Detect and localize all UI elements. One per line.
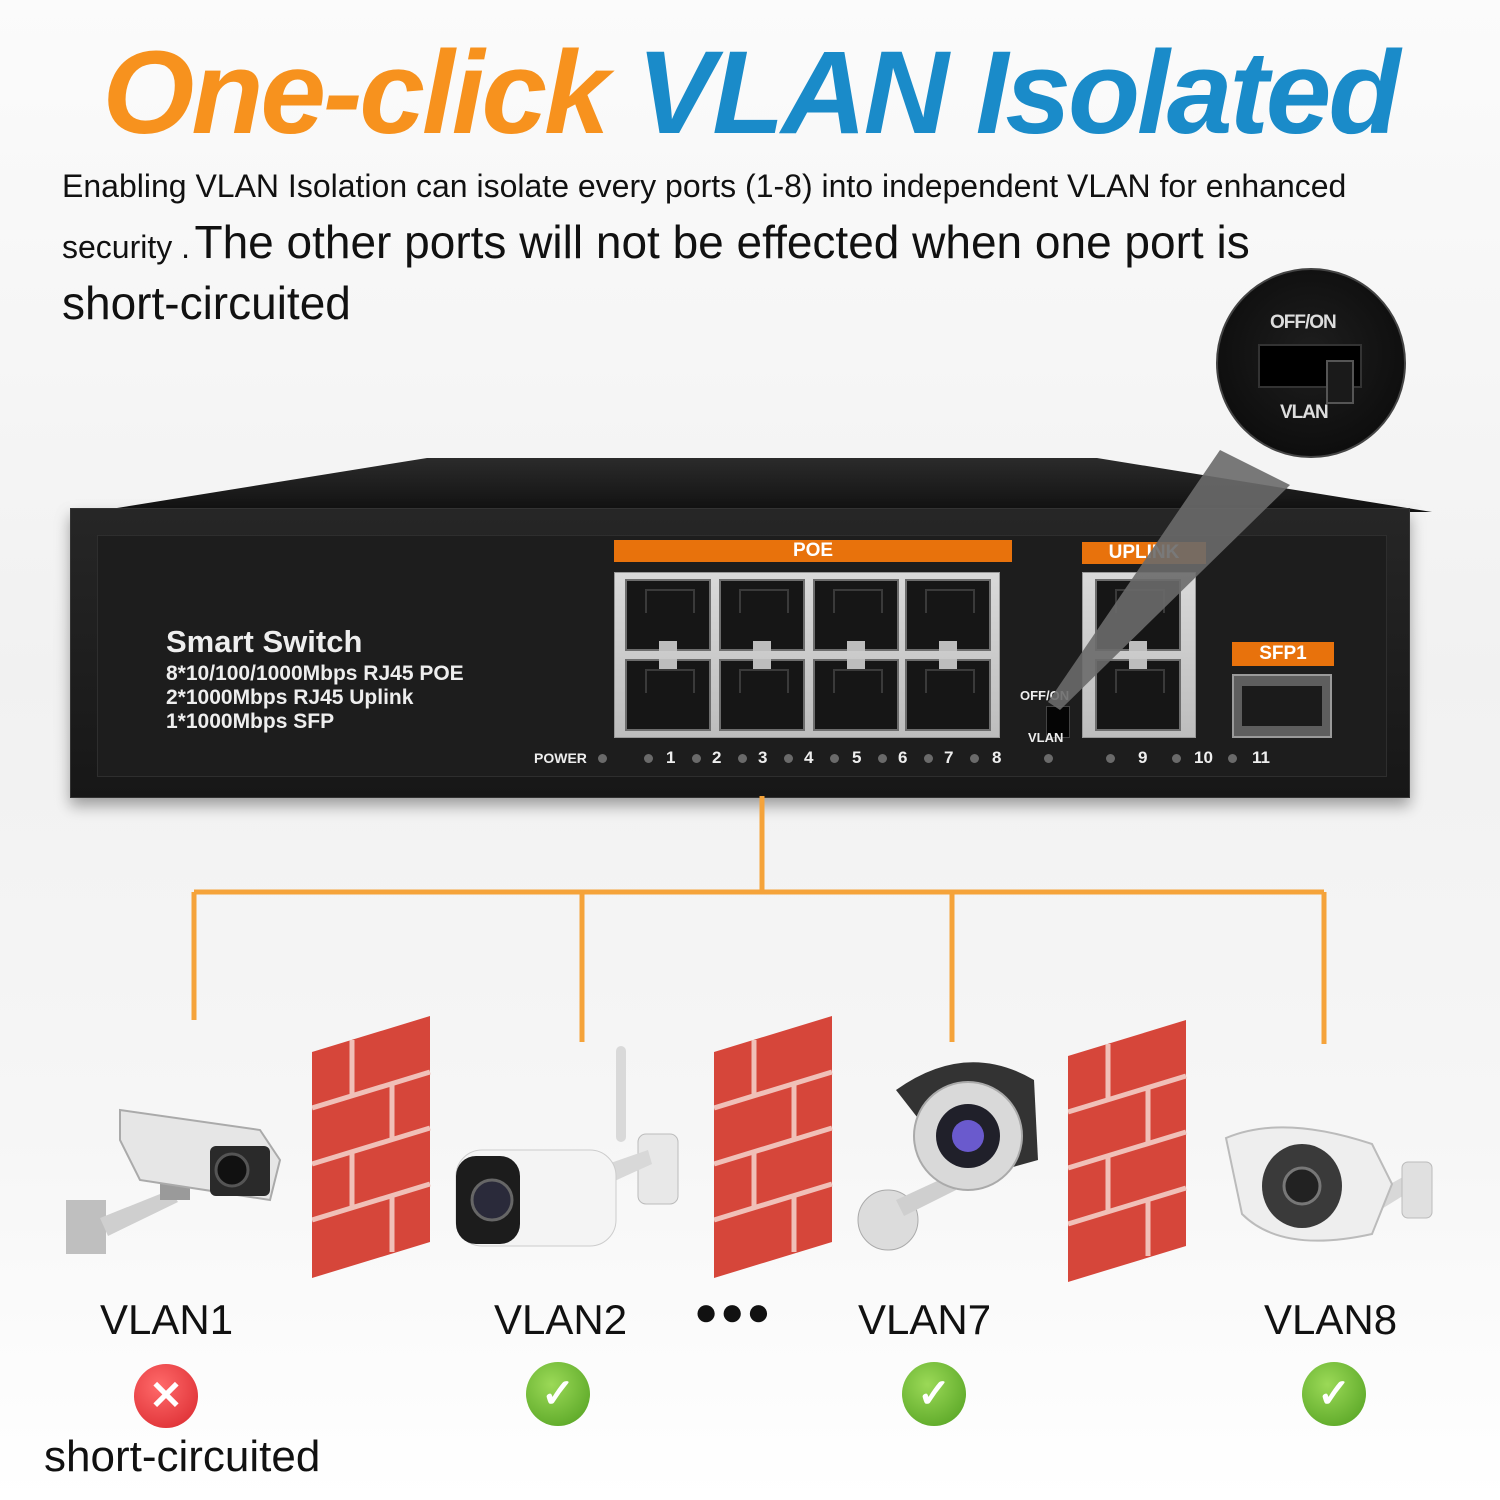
power-led bbox=[598, 754, 607, 763]
rj45-port[interactable] bbox=[625, 579, 711, 651]
port-led bbox=[644, 754, 653, 763]
bullet-camera-icon bbox=[455, 1046, 679, 1247]
zoom-slot bbox=[1258, 344, 1362, 404]
port-led bbox=[924, 754, 933, 763]
port-number: 8 bbox=[992, 748, 1002, 767]
description: Enabling VLAN Isolation can isolate ever… bbox=[62, 158, 1372, 331]
port-led bbox=[1228, 754, 1237, 763]
bullet-camera-icon bbox=[1224, 1126, 1433, 1242]
vlan-label: VLAN2 bbox=[494, 1296, 628, 1343]
port-number: 1 bbox=[666, 748, 676, 767]
zoom-bottom-label: VLAN bbox=[1280, 402, 1329, 423]
vlan-label: VLAN1 bbox=[100, 1296, 234, 1343]
rj45-port[interactable] bbox=[905, 659, 991, 731]
rj45-port[interactable] bbox=[719, 579, 805, 651]
port-number: 10 bbox=[1194, 748, 1213, 767]
port-led bbox=[878, 754, 887, 763]
port-number: 6 bbox=[898, 748, 908, 767]
connection-lines bbox=[191, 796, 1327, 1044]
vlan-label: VLAN8 bbox=[1264, 1296, 1398, 1343]
port-number: 2 bbox=[712, 748, 722, 767]
port-number: 3 bbox=[758, 748, 768, 767]
firewall-icon bbox=[1068, 1020, 1187, 1282]
port-number: 9 bbox=[1138, 748, 1148, 767]
zoom-pointer bbox=[1048, 450, 1290, 710]
spec-line: 2*1000Mbps RJ45 Uplink bbox=[166, 686, 414, 709]
spec-line: 8*10/100/1000Mbps RJ45 POE bbox=[166, 662, 464, 685]
spec-line: 1*1000Mbps SFP bbox=[166, 710, 335, 733]
dome-camera-icon bbox=[857, 1062, 1038, 1251]
vlan-label: VLAN7 bbox=[858, 1296, 992, 1343]
port-led bbox=[1172, 754, 1181, 763]
poe-port-block bbox=[614, 572, 1000, 738]
sfp-port[interactable] bbox=[1232, 674, 1332, 738]
vlan-led bbox=[1044, 754, 1053, 763]
dip-vlan-label: VLAN bbox=[1028, 730, 1064, 745]
rj45-port[interactable] bbox=[905, 579, 991, 651]
port-led bbox=[784, 754, 793, 763]
zoom-top-label: OFF/ON bbox=[1270, 312, 1337, 333]
headline-part2: VLAN Isolated bbox=[636, 27, 1401, 159]
port-number: 4 bbox=[804, 748, 814, 767]
port-number: 5 bbox=[852, 748, 862, 767]
port-number: 11 bbox=[1252, 748, 1270, 767]
port-led bbox=[692, 754, 701, 763]
fail-note: short-circuited bbox=[44, 1432, 321, 1481]
rj45-port[interactable] bbox=[813, 579, 899, 651]
firewall-icon bbox=[714, 1016, 833, 1278]
switch-title: Smart Switch bbox=[166, 624, 363, 659]
description-small: Enabling VLAN Isolation can isolate ever… bbox=[62, 168, 1347, 265]
port-number: 7 bbox=[944, 748, 954, 767]
rj45-port[interactable] bbox=[625, 659, 711, 731]
switch-front-panel: Smart Switch 8*10/100/1000Mbps RJ45 POE … bbox=[97, 535, 1387, 777]
description-big: The other ports will not be effected whe… bbox=[62, 216, 1250, 329]
firewall-icon bbox=[312, 1016, 431, 1278]
port-led bbox=[970, 754, 979, 763]
rj45-port[interactable] bbox=[1095, 659, 1181, 731]
vlan-dip-switch[interactable] bbox=[1046, 706, 1070, 738]
check-icon: ✓ bbox=[1302, 1362, 1366, 1426]
rj45-port[interactable] bbox=[719, 659, 805, 731]
sfp-label: SFP1 bbox=[1232, 642, 1334, 666]
dip-switch-zoom: OFF/ON VLAN bbox=[1216, 268, 1406, 458]
box-camera-icon bbox=[66, 1108, 282, 1254]
cross-icon: ✕ bbox=[134, 1364, 198, 1428]
poe-label: POE bbox=[614, 540, 1012, 562]
ellipsis: ●●● bbox=[694, 1290, 773, 1334]
check-icon: ✓ bbox=[526, 1362, 590, 1426]
headline: One-click VLAN Isolated bbox=[0, 18, 1500, 168]
check-icon: ✓ bbox=[902, 1362, 966, 1426]
port-led bbox=[830, 754, 839, 763]
port-led bbox=[738, 754, 747, 763]
power-label: POWER bbox=[534, 750, 587, 766]
headline-part1: One-click bbox=[102, 27, 610, 159]
rj45-port[interactable] bbox=[813, 659, 899, 731]
port-led bbox=[1106, 754, 1115, 763]
